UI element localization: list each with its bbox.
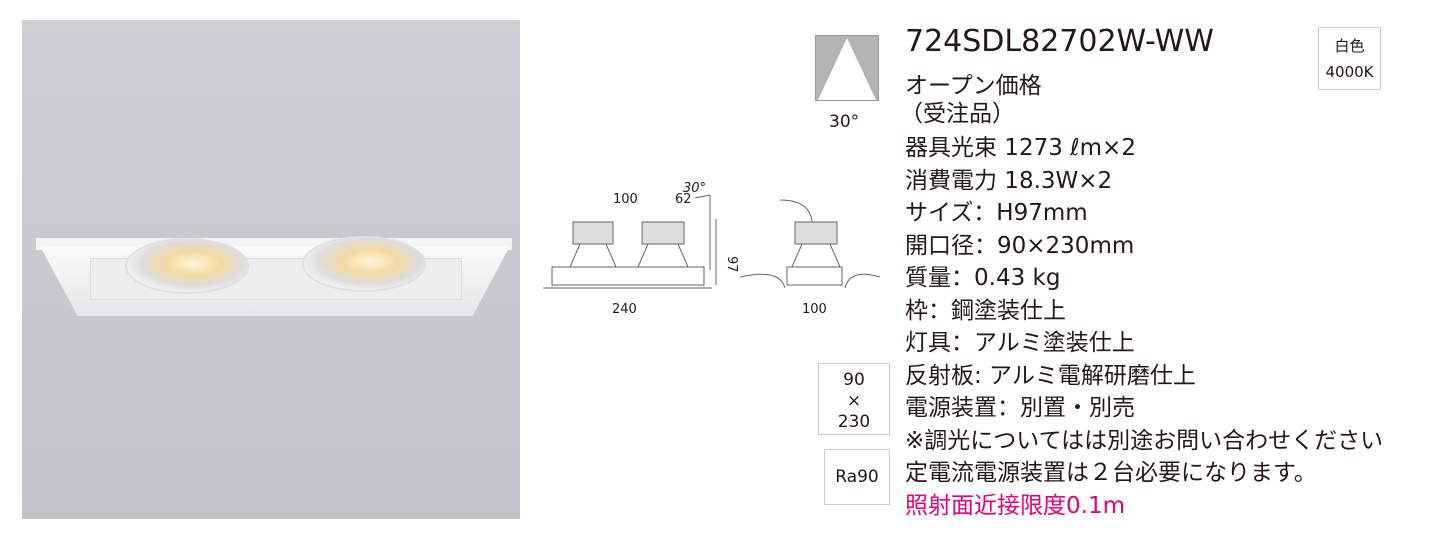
- beam-angle-label: 30°: [829, 112, 860, 132]
- color-name: 白色: [1334, 37, 1365, 55]
- spec-item: 質量：0.43 kg: [905, 265, 1061, 291]
- spec-item: 開口径：90×230mm: [905, 232, 1135, 259]
- spec-item: 定電流電源装置は２台必要になります。: [905, 460, 1317, 486]
- spec-item: 消費電力 18.3W×2: [905, 167, 1113, 194]
- spec-list: 器具光束 1273 ℓm×2 消費電力 18.3W×2 サイズ：H97mm 開口…: [905, 132, 1383, 522]
- model-number: 724SDL82702W-WW: [905, 24, 1214, 59]
- warning-text: 照射面近接限度0.1m: [905, 492, 1125, 519]
- cutout-height: 230: [837, 412, 871, 432]
- dim-angle: 30°: [683, 181, 706, 196]
- order-note: （受注品）: [900, 101, 1015, 127]
- dim-62: 62: [675, 192, 692, 207]
- beam-angle-icon: [815, 35, 879, 101]
- spec-item: 枠：鋼塗装仕上: [905, 297, 1066, 324]
- lamp-left: [125, 238, 249, 294]
- cutout-badge: 90 × 230: [818, 363, 890, 435]
- spec-item: 電源装置：別置・別売: [905, 395, 1135, 421]
- spec-item: サイズ：H97mm: [905, 200, 1088, 226]
- dim-97: 97: [724, 256, 739, 273]
- dimension-drawing: 100 62 30° 97 240 100: [543, 181, 880, 317]
- spec-item: 器具光束 1273 ℓm×2: [905, 135, 1136, 161]
- spec-item: ※調光についてはは別途お問い合わせください: [905, 427, 1384, 454]
- dim-side-100: 100: [802, 302, 827, 317]
- ra-badge: Ra90: [824, 449, 890, 505]
- lamp-right: [302, 236, 426, 292]
- spec-item: 灯具：アルミ塗装仕上: [905, 330, 1135, 356]
- price: オープン価格: [905, 73, 1042, 99]
- cutout-times: ×: [846, 391, 862, 411]
- color-badge: 白色 4000K: [1318, 27, 1381, 90]
- color-temp: 4000K: [1325, 63, 1374, 81]
- dim-240: 240: [612, 302, 637, 317]
- dim-100: 100: [613, 192, 638, 207]
- cutout-width: 90: [843, 370, 865, 390]
- spec-item: 反射板: アルミ電解研磨仕上: [905, 362, 1196, 389]
